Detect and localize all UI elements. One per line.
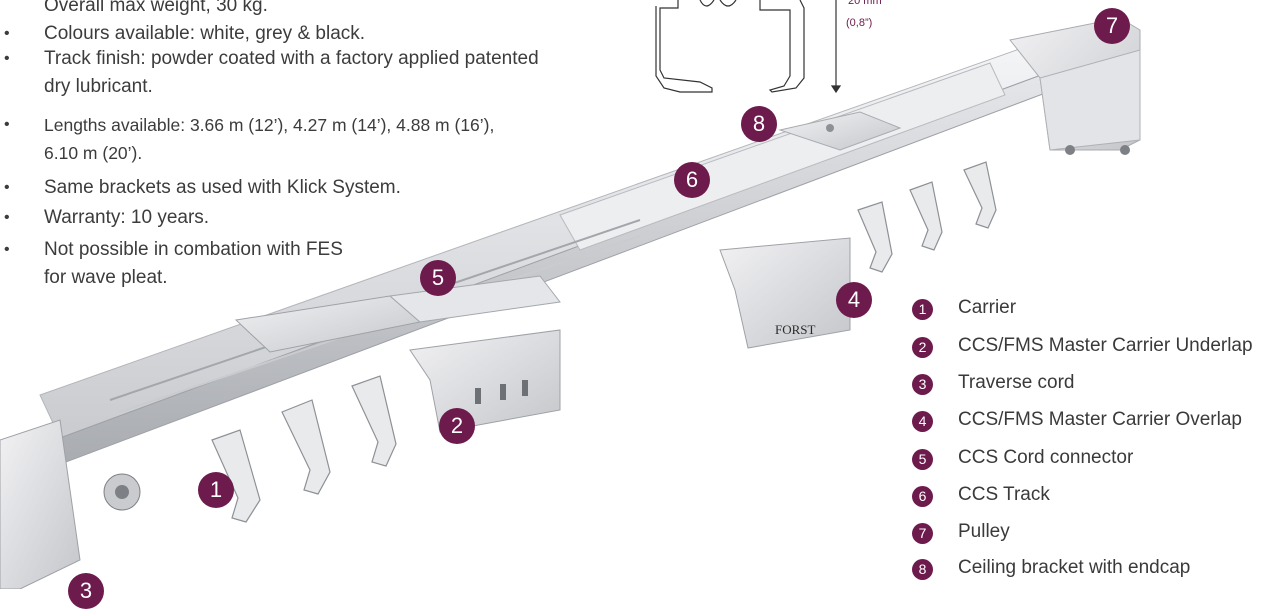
legend-label: Traverse cord [958,372,1075,393]
bullet-icon: • [4,209,10,226]
legend-number: 6 [912,486,933,507]
legend-number: 7 [912,523,933,544]
legend-number: 1 [912,299,933,320]
ceiling-bracket [778,111,902,151]
spec-text: Overall max weight, 30 kg. [44,0,268,16]
spec-text: for wave pleat. [44,267,168,288]
callout-5: 5 [420,260,456,296]
bullet-icon: • [4,25,10,42]
legend-number: 5 [912,449,933,470]
master-carrier-underlap [409,329,561,433]
cord-connector [234,275,561,353]
legend-label: Pulley [958,521,1010,542]
legend-number: 3 [912,374,933,395]
pulley-bracket [1009,17,1141,155]
master-carrier-overlap: FORST [719,237,851,349]
spec-text: dry lubricant. [44,76,153,97]
legend-number: 8 [912,559,933,580]
spec-text: Colours available: white, grey & black. [44,23,366,44]
left-end-cap [0,419,141,589]
bullet-icon: • [4,241,10,258]
spec-text: Same brackets as used with Klick System. [44,177,401,198]
callout-8: 8 [741,106,777,142]
spec-text: Lengths available: 3.66 m (12’), 4.27 m … [44,115,495,135]
legend-label: CCS/FMS Master Carrier Overlap [958,409,1242,430]
bullet-icon: • [4,50,10,67]
legend-label: Carrier [958,297,1017,318]
profile-dimension-imperial: (0,8”) [846,17,873,29]
legend-label: CCS Track [958,484,1050,505]
bullet-icon: • [4,179,10,196]
profile-dimension-label: 20 mm [848,0,882,7]
legend-number: 2 [912,337,933,358]
spec-text: Track finish: powder coated with a facto… [44,48,539,69]
callout-7: 7 [1094,8,1130,44]
callout-6: 6 [674,162,710,198]
bullet-icon: • [4,116,10,133]
spec-text: Warranty: 10 years. [44,207,210,228]
legend-label: CCS/FMS Master Carrier Underlap [958,335,1253,356]
legend-label: CCS Cord connector [958,447,1134,468]
legend-number: 4 [912,411,933,432]
brand-stamp: FORST [775,322,816,337]
legend-label: Ceiling bracket with endcap [958,557,1191,578]
callout-3: 3 [68,573,104,609]
spec-text: Not possible in combation with FES [44,239,343,260]
spec-text: 6.10 m (20’). [44,143,143,163]
carriers [211,161,997,523]
callout-2: 2 [439,408,475,444]
callout-1: 1 [198,472,234,508]
callout-4: 4 [836,282,872,318]
track-product-illustration: FORST [0,0,1141,589]
track-profile-drawing [655,0,842,94]
